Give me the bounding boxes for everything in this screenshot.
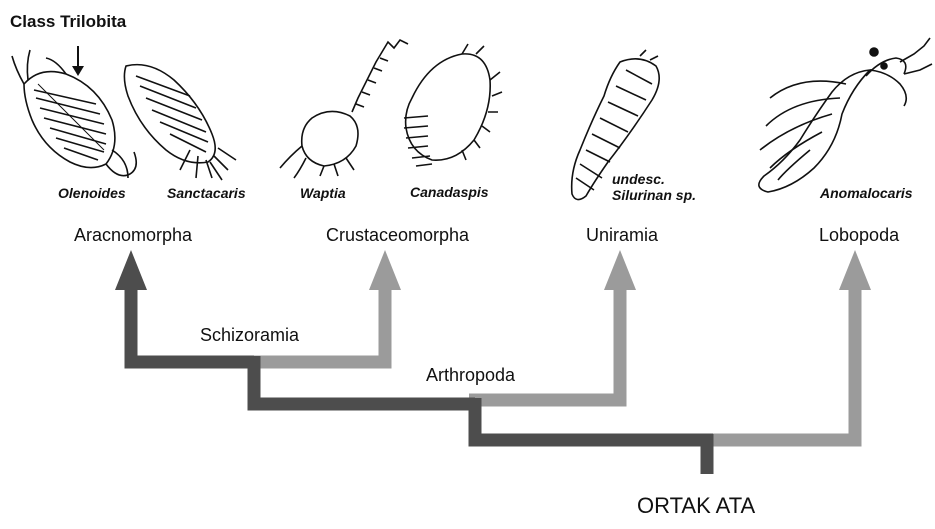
arthropoda-label: Arthropoda (426, 365, 516, 385)
down-arrow-icon (72, 46, 84, 76)
olenoides-label: Olenoides (58, 185, 126, 201)
arrow-uniramia (604, 250, 636, 290)
aracnomorpha-label: Aracnomorpha (74, 225, 193, 245)
schizoramia-label: Schizoramia (200, 325, 300, 345)
crustaceomorpha-label: Crustaceomorpha (326, 225, 470, 245)
waptia-label: Waptia (300, 185, 346, 201)
branch-lobopoda (707, 284, 855, 440)
class-trilobita-label: Class Trilobita (10, 12, 127, 31)
arrow-heads (115, 250, 871, 290)
sanctacaris-label: Sanctacaris (167, 185, 246, 201)
waptia-icon (280, 40, 408, 178)
canadaspis-label: Canadaspis (410, 184, 489, 200)
arrow-lobopoda (839, 250, 871, 290)
arrow-aracnomorpha (115, 250, 147, 290)
sanctacaris-icon (124, 65, 236, 180)
branch-aracnomorpha (131, 284, 254, 362)
branch-crustaceomorpha (254, 284, 385, 362)
anomalocaris-icon (759, 38, 932, 192)
arrow-crustaceomorpha (369, 250, 401, 290)
anomalocaris-label: Anomalocaris (819, 185, 913, 201)
lobopoda-label: Lobopoda (819, 225, 900, 245)
uniramia-label: Uniramia (586, 225, 659, 245)
ortak-ata-label: ORTAK ATA (637, 493, 756, 518)
undesc-label: undesc. (612, 171, 665, 187)
silurinan-label: Silurinan sp. (612, 187, 696, 203)
canadaspis-icon (404, 44, 502, 166)
